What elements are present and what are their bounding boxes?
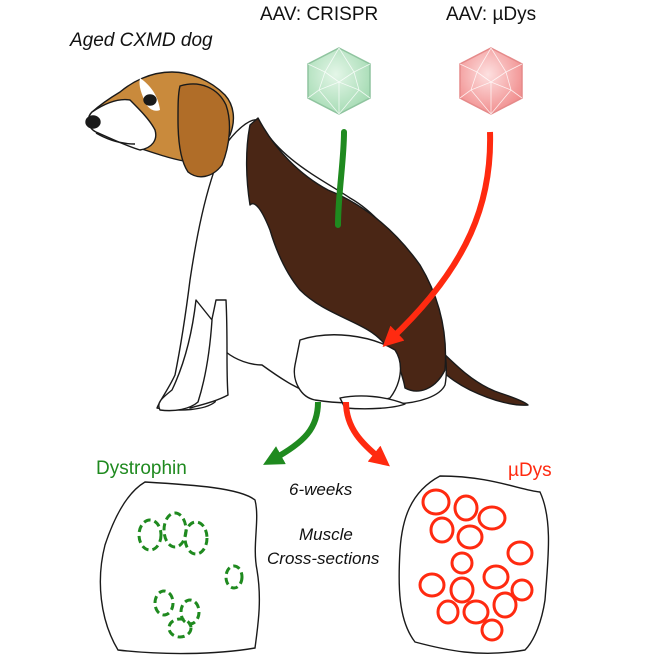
fiber — [480, 618, 504, 642]
cross-section-label-line2: Cross-sections — [267, 549, 380, 568]
fiber — [456, 524, 484, 550]
fiber — [482, 564, 510, 590]
dystrophin-label: Dystrophin — [96, 458, 187, 479]
crispr-vector-label: AAV: CRISPR — [260, 4, 379, 25]
fiber — [183, 520, 209, 556]
crispr-capsid-icon — [307, 47, 371, 115]
udys-label: µDys — [508, 460, 552, 481]
diagram-title: Aged CXMD dog — [70, 30, 213, 51]
dog-illustration — [85, 71, 529, 412]
udys-cross-section — [398, 475, 550, 654]
fiber — [436, 599, 460, 625]
dystrophin-result-arrow — [263, 401, 321, 465]
cross-section-label-line1: Muscle — [299, 525, 353, 544]
time-label: 6-weeks — [289, 480, 353, 499]
fiber — [449, 576, 475, 604]
udys-vector-label: AAV: µDys — [446, 4, 537, 25]
fiber — [137, 518, 163, 552]
fiber — [418, 572, 446, 598]
dystrophin-cross-section — [99, 481, 261, 655]
fiber — [453, 494, 479, 522]
udys-capsid-icon — [459, 47, 523, 115]
fiber — [224, 564, 244, 590]
fiber — [421, 488, 451, 516]
fiber — [462, 599, 490, 625]
crispr-injection-arrow — [335, 129, 347, 228]
fiber — [477, 505, 507, 531]
fiber — [506, 540, 534, 566]
fiber — [429, 516, 455, 544]
udys-injection-arrow — [382, 131, 494, 347]
fiber — [167, 617, 193, 639]
udys-result-arrow — [343, 401, 390, 467]
fiber — [153, 589, 175, 617]
fiber — [450, 551, 474, 575]
fiber — [492, 591, 518, 619]
fiber — [510, 578, 534, 602]
